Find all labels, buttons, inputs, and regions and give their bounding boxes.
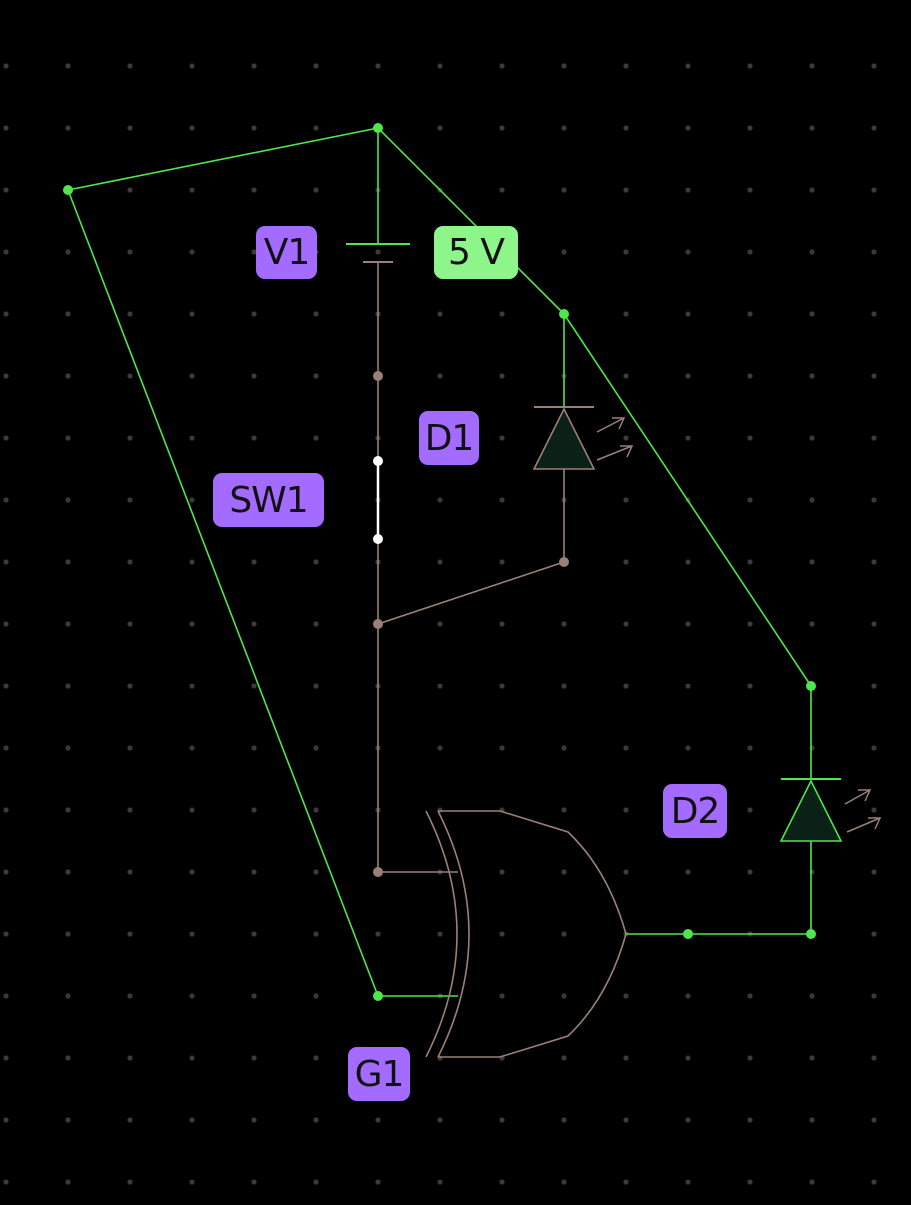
d2-label[interactable]: D2 [663,784,727,838]
led-d1-symbol[interactable] [532,406,634,470]
v1-value-label[interactable]: 5 V [434,226,518,279]
wire-d1-to-junction[interactable] [377,561,565,625]
grid-dots [3,63,877,1185]
live-wires [67,127,812,997]
led-d2-symbol[interactable] [779,778,882,842]
dead-wires [377,262,565,873]
xor-gate-symbol[interactable] [425,810,627,1058]
d1-label[interactable]: D1 [419,411,479,465]
junction-dots [63,123,816,1001]
battery-symbol[interactable] [346,243,410,263]
g1-label[interactable]: G1 [348,1047,410,1101]
wire-left-diagonal[interactable] [67,189,379,997]
wire-to-d2[interactable] [563,313,812,687]
wire-top-to-d1[interactable] [377,127,565,315]
v1-label[interactable]: V1 [256,226,317,279]
sw1-label[interactable]: SW1 [213,473,324,527]
wire-top-left[interactable] [67,127,379,191]
switch-symbol[interactable] [373,456,383,544]
